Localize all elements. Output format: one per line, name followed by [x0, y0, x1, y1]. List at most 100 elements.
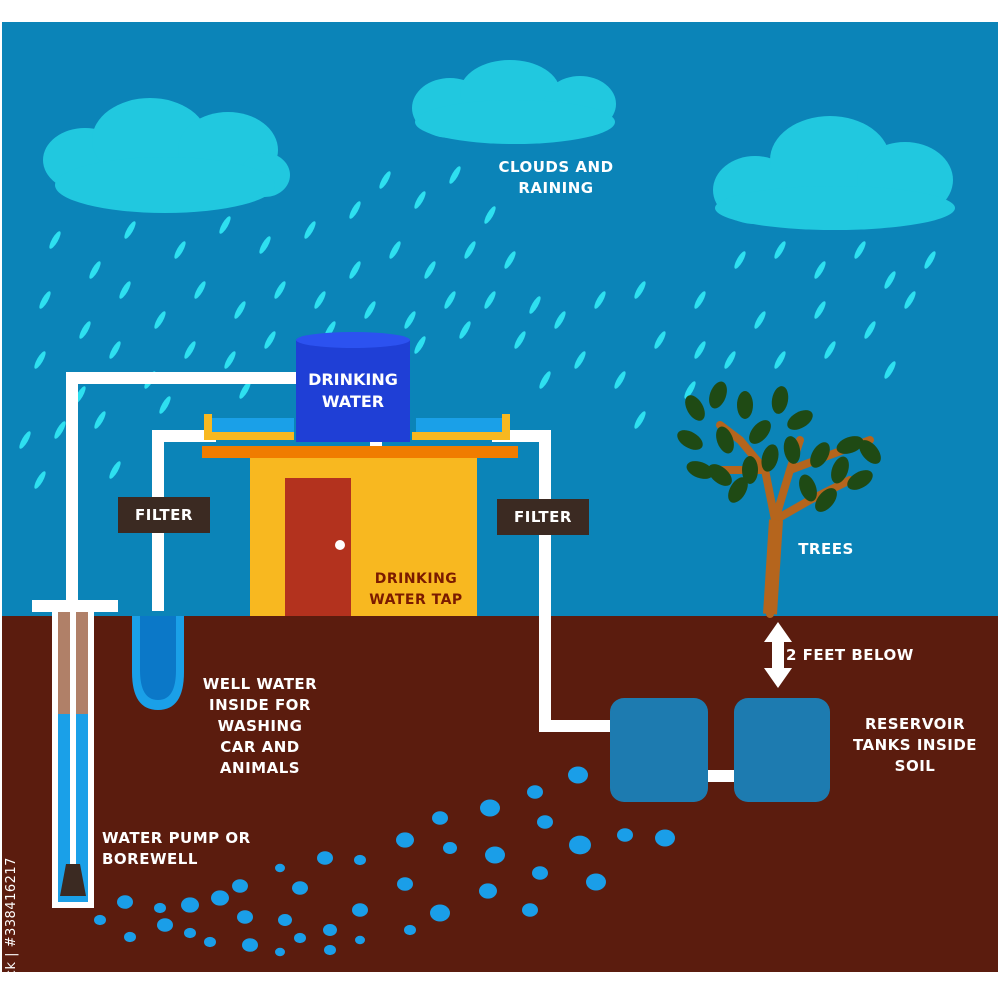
- groundwater-drops: [94, 766, 675, 957]
- groundwater-drop: [485, 846, 505, 864]
- groundwater-drop: [275, 863, 285, 873]
- groundwater-drop: [117, 895, 133, 909]
- filter-right: FILTER: [497, 499, 589, 535]
- groundwater-drop: [275, 947, 285, 957]
- leaf: [836, 436, 864, 454]
- leaf: [815, 488, 837, 512]
- leaf: [761, 444, 779, 472]
- raindrop: [314, 291, 326, 309]
- groundwater-drop: [124, 931, 136, 943]
- raindrop: [464, 241, 476, 259]
- raindrop: [34, 351, 46, 369]
- two-feet-below-label: 2 FEET BELOW: [786, 646, 914, 664]
- raindrop: [414, 191, 426, 209]
- gutter-left: [204, 414, 294, 440]
- raindrop: [159, 396, 171, 414]
- leaf: [787, 410, 813, 430]
- leaf: [810, 442, 830, 468]
- raindrop: [654, 331, 666, 349]
- pump-cap: [32, 600, 118, 612]
- leaf: [686, 461, 714, 479]
- leaf: [749, 420, 771, 444]
- groundwater-drop: [317, 851, 333, 865]
- raindrop: [484, 206, 496, 224]
- raindrop: [194, 281, 206, 299]
- leaf: [737, 391, 753, 419]
- raindrop: [124, 221, 136, 239]
- groundwater-drop: [522, 903, 538, 917]
- raindrop: [184, 341, 196, 359]
- door-knob: [335, 540, 345, 550]
- groundwater-drop: [586, 873, 606, 891]
- raindrop: [234, 301, 246, 319]
- raindrop: [174, 241, 186, 259]
- raindrop: [449, 166, 461, 184]
- groundwater-drop: [232, 879, 248, 893]
- groundwater-drop: [294, 932, 306, 944]
- raindrop: [854, 241, 866, 259]
- raindrop: [219, 216, 231, 234]
- cloud-middle: [412, 60, 616, 144]
- raindrop: [444, 291, 456, 309]
- leaf: [685, 395, 705, 421]
- raindrop: [119, 281, 131, 299]
- raindrop: [379, 171, 391, 189]
- groundwater-drop: [430, 904, 450, 922]
- depth-arrow: [764, 622, 792, 688]
- raindrop: [814, 301, 826, 319]
- raindrop: [414, 336, 426, 354]
- groundwater-drop: [404, 924, 416, 936]
- raindrop: [19, 431, 31, 449]
- trees-label: TREES: [798, 540, 854, 558]
- raindrop: [884, 361, 896, 379]
- raindrop: [349, 201, 361, 219]
- groundwater-drop: [354, 854, 366, 866]
- raindrop: [54, 421, 66, 439]
- raindrop: [89, 261, 101, 279]
- groundwater-drop: [396, 832, 414, 848]
- raindrop: [884, 271, 896, 289]
- drinking-water-tap-label: DRINKING WATER TAP: [369, 571, 463, 608]
- raindrop: [924, 251, 936, 269]
- reservoir-tank-right: [734, 698, 830, 802]
- groundwater-drop: [537, 815, 553, 829]
- leaf: [831, 456, 849, 484]
- groundwater-drop: [568, 766, 588, 784]
- raindrop: [684, 381, 696, 399]
- groundwater-drop: [323, 924, 337, 936]
- groundwater-drop: [94, 914, 106, 926]
- raindrop: [404, 311, 416, 329]
- groundwater-drop: [324, 944, 336, 956]
- well-water-label: WELL WATER INSIDE FOR WASHING CAR AND AN…: [202, 675, 318, 777]
- raindrop: [634, 411, 646, 429]
- raindrop: [274, 281, 286, 299]
- groundwater-drop: [242, 938, 258, 952]
- groundwater-drop: [292, 881, 308, 895]
- reservoir-label: RESERVOIR TANKS INSIDE SOIL: [852, 715, 978, 775]
- raindrop: [389, 241, 401, 259]
- raindrop: [364, 301, 376, 319]
- raindrop: [814, 261, 826, 279]
- groundwater-drop: [432, 811, 448, 825]
- cloud-left: [43, 98, 290, 213]
- cloud-right: [713, 116, 955, 230]
- raindrops: [19, 166, 936, 489]
- raindrop: [734, 251, 746, 269]
- groundwater-drop: [397, 877, 413, 891]
- raindrop: [774, 241, 786, 259]
- raindrop: [34, 471, 46, 489]
- groundwater-drop: [181, 897, 199, 913]
- raindrop: [594, 291, 606, 309]
- raindrop: [824, 341, 836, 359]
- raindrop: [304, 221, 316, 239]
- groundwater-drop: [278, 914, 292, 926]
- raindrop: [694, 341, 706, 359]
- groundwater-drop: [204, 936, 216, 948]
- raindrop: [574, 351, 586, 369]
- raindrop: [554, 311, 566, 329]
- raindrop: [614, 371, 626, 389]
- tree-leaves: [677, 381, 881, 512]
- raindrop: [514, 331, 526, 349]
- raindrop: [754, 311, 766, 329]
- filter-left: FILTER: [118, 497, 210, 533]
